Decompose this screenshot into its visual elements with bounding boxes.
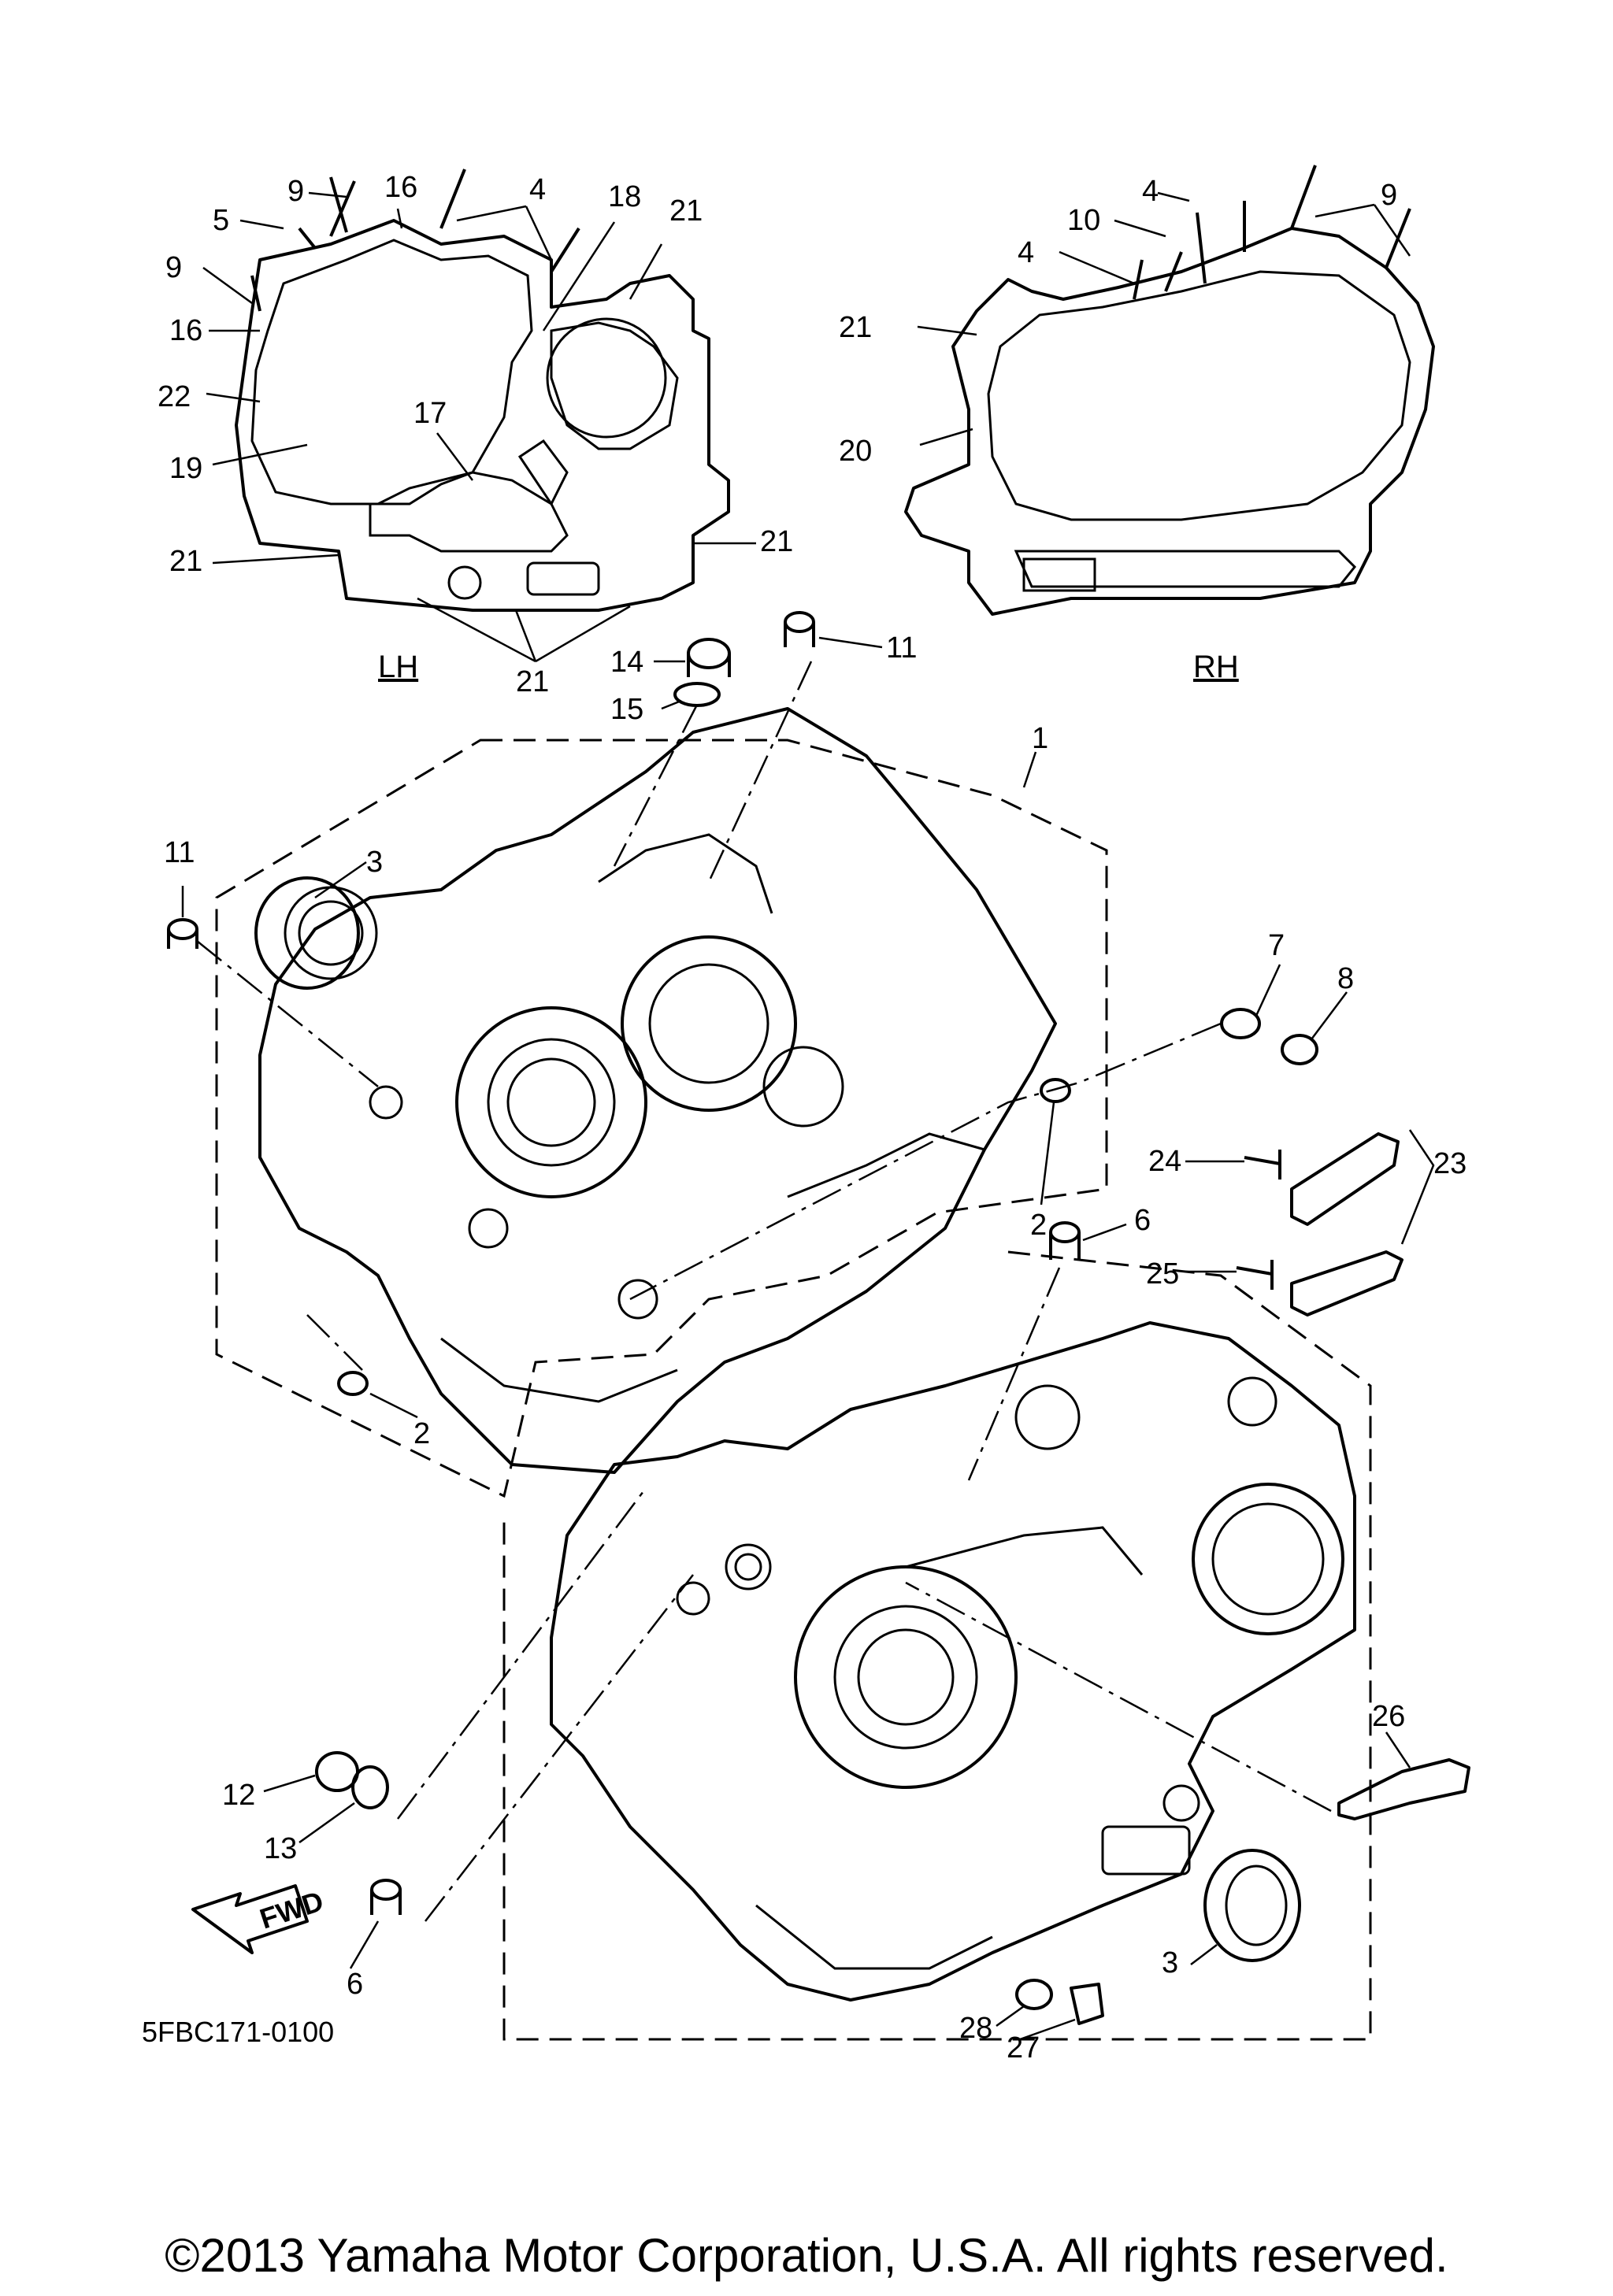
callout-1: 1 [1032, 722, 1048, 755]
callout-27: 27 [1007, 2031, 1040, 2065]
callout-23: 23 [1433, 1147, 1467, 1180]
callout-9: 9 [287, 175, 304, 208]
part-3-bearing-left [254, 876, 360, 990]
callout-21: 21 [669, 194, 703, 228]
callout-11: 11 [886, 631, 917, 665]
lh-label: LH [378, 650, 418, 684]
part-24-screw [1244, 1150, 1281, 1179]
callout-16: 16 [384, 171, 417, 204]
fwd-arrow-icon [191, 1884, 309, 1954]
callout-9: 9 [165, 251, 182, 284]
part-23-plate [1290, 1132, 1400, 1226]
right-case-dashed-outline [502, 1250, 1372, 2041]
leader-lines [181, 191, 1435, 2041]
fwd-arrow: FWD [191, 1884, 327, 1954]
rh-label: RH [1193, 650, 1239, 684]
callout-11: 11 [164, 836, 195, 869]
part-11-dowel-pin-left [167, 918, 198, 940]
part-15-washer [673, 682, 721, 707]
callout-13: 13 [264, 1832, 297, 1865]
callout-3: 3 [366, 846, 383, 879]
part-6-dowel-pin-upper [1049, 1221, 1081, 1243]
callout-3: 3 [1162, 1946, 1178, 1979]
callout-21: 21 [760, 525, 793, 558]
callout-2: 2 [1030, 1209, 1047, 1242]
rh-crankcase-gasket-view [904, 165, 1435, 616]
callout-labels: 9 16 4 5 9 18 21 16 22 17 19 21 21 21 4 … [158, 171, 1467, 2065]
part-27-plug [1070, 1983, 1104, 2025]
callout-6: 6 [1134, 1204, 1151, 1237]
callout-22: 22 [158, 380, 191, 413]
part-8-o-ring [1281, 1034, 1318, 1065]
lh-crankcase-gasket-view [235, 168, 730, 612]
callout-4: 4 [1018, 236, 1034, 269]
callout-21: 21 [516, 665, 549, 698]
callout-2: 2 [413, 1417, 430, 1450]
part-6-dowel-pin-lower [370, 1879, 402, 1901]
part-2-dowel-pin-right [1040, 1078, 1071, 1103]
assembly-center-lines [196, 661, 1332, 1922]
part-11-dowel-pin [784, 611, 815, 633]
callout-17: 17 [413, 397, 447, 430]
part-13-o-ring [351, 1765, 389, 1809]
callout-6: 6 [347, 1968, 363, 2001]
callout-25: 25 [1146, 1257, 1179, 1291]
part-28-washer [1015, 1979, 1053, 2010]
callout-15: 15 [610, 693, 643, 726]
callout-14: 14 [610, 646, 643, 679]
part-23-plate-lower [1290, 1250, 1403, 1316]
part-1-dashed-outline [215, 739, 1108, 1498]
right-crankcase-half [550, 1321, 1356, 2002]
callout-26: 26 [1372, 1700, 1405, 1733]
part-7-collar [1220, 1008, 1261, 1039]
callout-4: 4 [1142, 175, 1159, 208]
callout-8: 8 [1337, 962, 1354, 995]
copyright-notice: ©2013 Yamaha Motor Corporation, U.S.A. A… [165, 2229, 1448, 2282]
left-crankcase-half [258, 707, 1057, 1474]
callout-21: 21 [169, 545, 202, 578]
small-parts [167, 611, 1470, 2025]
part-2-dowel-pin-left [337, 1371, 369, 1396]
callout-4: 4 [529, 173, 546, 206]
callout-19: 19 [169, 452, 202, 485]
callout-21: 21 [839, 311, 872, 344]
part-26-bracket [1337, 1758, 1470, 1820]
callout-16: 16 [169, 314, 202, 347]
callout-24: 24 [1148, 1145, 1181, 1178]
part-25-screw [1236, 1260, 1274, 1290]
callout-18: 18 [608, 180, 641, 213]
callout-28: 28 [959, 2012, 992, 2045]
callout-10: 10 [1067, 204, 1100, 237]
callout-12: 12 [222, 1779, 255, 1812]
callout-7: 7 [1268, 929, 1285, 962]
part-3-bearing-right [1203, 1849, 1301, 1962]
callout-5: 5 [213, 204, 229, 237]
callout-20: 20 [839, 435, 872, 468]
part-14-collar [687, 638, 731, 669]
callout-9: 9 [1381, 179, 1397, 212]
diagram-code: 5FBC171-0100 [142, 2016, 334, 2048]
